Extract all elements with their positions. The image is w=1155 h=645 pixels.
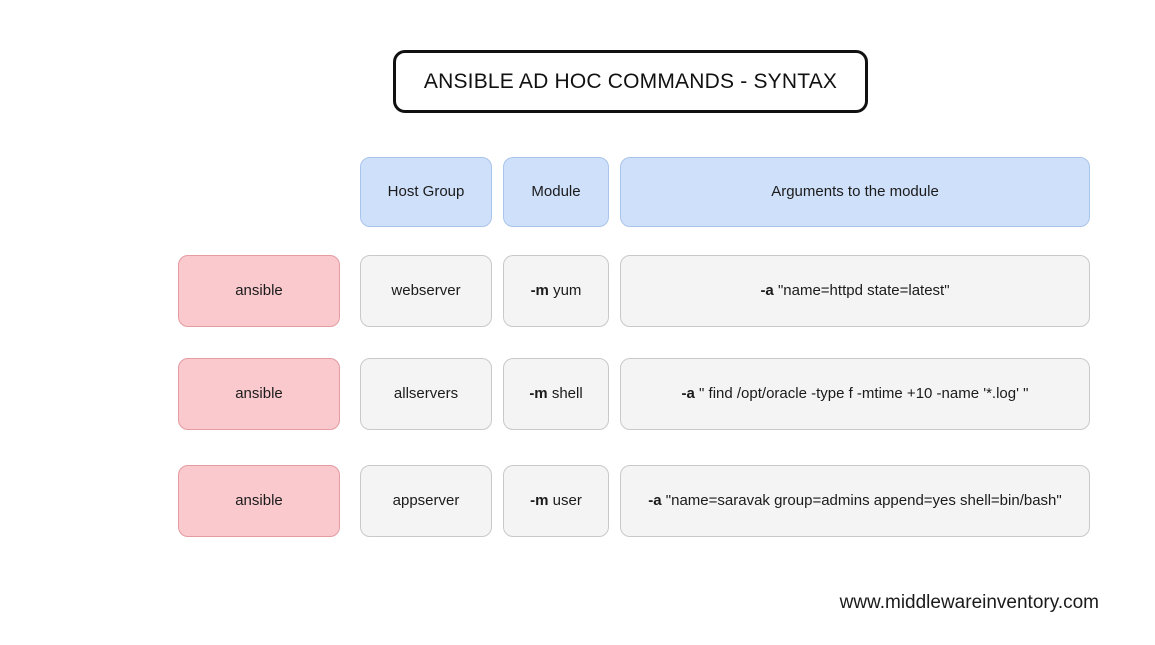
table-row-1-command-cell: ansible [178, 255, 340, 327]
table-row-1-arguments-flag: -a [760, 281, 774, 299]
table-row-2-command-cell: ansible [178, 358, 340, 430]
table-row-3-arguments-cell: -a "name=saravak group=admins append=yes… [620, 465, 1090, 537]
page-title: ANSIBLE AD HOC COMMANDS - SYNTAX [423, 69, 838, 93]
table-row-1-arguments-cell: -a "name=httpd state=latest" [620, 255, 1090, 327]
column-header-host-group: Host Group [360, 157, 492, 227]
table-row-2-host-group-cell: allservers [360, 358, 492, 430]
table-row-3-command-label: ansible [235, 491, 283, 509]
table-row-2-host-group-label: allservers [393, 384, 459, 402]
table-row-1-module-name: yum [553, 281, 582, 299]
table-row-1-module-cell: -m yum [503, 255, 609, 327]
table-row-1-host-group-label: webserver [391, 281, 461, 299]
table-row-3-module-text: -m user [530, 491, 582, 511]
table-row-1-arguments-value: "name=httpd state=latest" [777, 281, 950, 299]
footer-website: www.middlewareinventory.com [839, 592, 1099, 613]
table-row-2-arguments-value: " find /opt/oracle -type f -mtime +10 -n… [699, 384, 1029, 402]
column-header-module-label: Module [531, 182, 581, 200]
table-row-2-arguments-flag: -a [681, 384, 695, 402]
column-header-arguments: Arguments to the module [620, 157, 1090, 227]
table-row-2-arguments-cell: -a " find /opt/oracle -type f -mtime +10… [620, 358, 1090, 430]
table-row-2-module-name: shell [551, 384, 583, 402]
table-row-3-module-name: user [552, 491, 582, 509]
table-row-1-command-label: ansible [235, 281, 283, 299]
table-row-2-module-cell: -m shell [503, 358, 609, 430]
table-row-3-host-group-cell: appserver [360, 465, 492, 537]
column-header-module: Module [503, 157, 609, 227]
table-row-3-arguments-flag: -a [648, 491, 662, 509]
diagram-title-box: ANSIBLE AD HOC COMMANDS - SYNTAX [393, 50, 868, 113]
table-row-3-module-cell: -m user [503, 465, 609, 537]
table-row-3-command-cell: ansible [178, 465, 340, 537]
table-row-2-arguments-text: -a " find /opt/oracle -type f -mtime +10… [682, 384, 1029, 404]
table-row-3-arguments-value: "name=saravak group=admins append=yes sh… [665, 491, 1062, 509]
table-row-3-module-flag: -m [530, 491, 549, 509]
table-row-2-command-label: ansible [235, 384, 283, 402]
table-row-1-module-text: -m yum [531, 281, 582, 301]
table-row-2-module-flag: -m [529, 384, 548, 402]
column-header-host-group-label: Host Group [387, 182, 465, 200]
table-row-1-module-flag: -m [530, 281, 549, 299]
column-header-arguments-label: Arguments to the module [771, 182, 939, 200]
table-row-1-host-group-cell: webserver [360, 255, 492, 327]
table-row-3-arguments-text: -a "name=saravak group=admins append=yes… [648, 491, 1061, 511]
table-row-2-module-text: -m shell [529, 384, 582, 404]
table-row-3-host-group-label: appserver [392, 491, 460, 509]
table-row-1-arguments-text: -a "name=httpd state=latest" [760, 281, 949, 301]
